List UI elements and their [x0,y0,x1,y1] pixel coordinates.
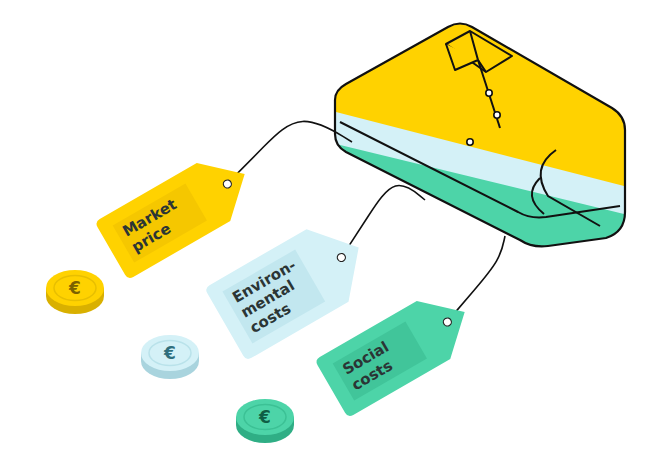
coin-symbol: € [164,343,176,363]
coin [141,335,199,379]
coin [46,270,104,314]
coin-symbol: € [69,278,81,298]
price-tag: Market price [95,144,262,279]
tag-hole [442,316,453,327]
shirt [320,0,640,260]
tag-string [227,121,352,183]
coin [236,399,294,443]
tag-body [315,282,482,417]
tag-hole [222,178,233,189]
coin-symbol: € [259,407,271,427]
tag-string [447,236,505,322]
tag-hole [336,252,347,263]
tag-body [95,144,262,279]
